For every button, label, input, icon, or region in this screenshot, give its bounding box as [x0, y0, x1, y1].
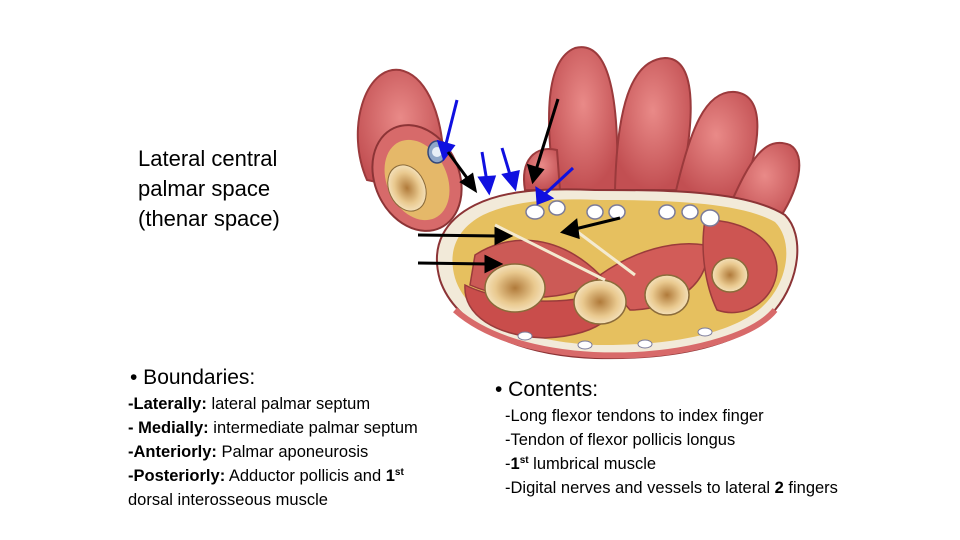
boundary-anterior-text: Palmar aponeurosis	[216, 443, 369, 461]
boundary-medial-label: - Medially:	[128, 419, 209, 437]
content-item-4: -Digital nerves and vessels to lateral 2…	[505, 476, 838, 500]
boundary-posterior-sup: st	[394, 467, 404, 478]
title-line-3: (thenar space)	[138, 206, 280, 231]
boundary-medial: - Medially: intermediate palmar septum	[128, 416, 418, 440]
hand-cross-section-illustration	[356, 46, 801, 360]
content-item-3-num: 1	[510, 455, 520, 473]
content-item-3-sup: st	[519, 455, 529, 466]
content-item-3-prefix: -	[505, 455, 511, 473]
boundary-medial-text: intermediate palmar septum	[208, 419, 418, 437]
content-item-3: -1st lumbrical muscle	[505, 452, 838, 476]
boundary-anterior: -Anteriorly: Palmar aponeurosis	[128, 440, 418, 464]
content-item-4-suffix: fingers	[783, 479, 838, 497]
boundary-posterior: -Posteriorly: Adductor pollicis and 1st	[128, 464, 418, 488]
contents-list: -Long flexor tendons to index finger -Te…	[505, 404, 838, 500]
slide-title: Lateral central palmar space (thenar spa…	[138, 144, 358, 234]
boundary-posterior-cont: dorsal interosseous muscle	[128, 491, 328, 509]
boundary-posterior-text: Adductor pollicis and	[225, 467, 386, 485]
palm-section	[435, 188, 799, 360]
boundaries-list: -Laterally: lateral palmar septum - Medi…	[128, 392, 418, 512]
black-arrows	[417, 98, 621, 274]
boundaries-heading: • Boundaries:	[130, 366, 256, 389]
boundary-lateral: -Laterally: lateral palmar septum	[128, 392, 418, 416]
boundary-lateral-text: lateral palmar septum	[206, 395, 371, 413]
content-item-2: -Tendon of flexor pollicis longus	[505, 431, 736, 449]
title-line-1: Lateral central	[138, 146, 278, 171]
boundary-anterior-label: -Anteriorly:	[128, 443, 217, 461]
contents-heading: • Contents:	[495, 378, 599, 401]
content-item-4-num: 2	[774, 479, 784, 497]
content-item-1: -Long flexor tendons to index finger	[505, 407, 764, 425]
content-item-3-text: lumbrical muscle	[528, 455, 657, 473]
content-item-4-text: -Digital nerves and vessels to lateral	[505, 479, 775, 497]
boundary-posterior-num: 1	[385, 467, 395, 485]
boundary-lateral-label: -Laterally:	[128, 395, 207, 413]
title-line-2: palmar space	[138, 176, 271, 201]
boundary-posterior-label: -Posteriorly:	[128, 467, 226, 485]
